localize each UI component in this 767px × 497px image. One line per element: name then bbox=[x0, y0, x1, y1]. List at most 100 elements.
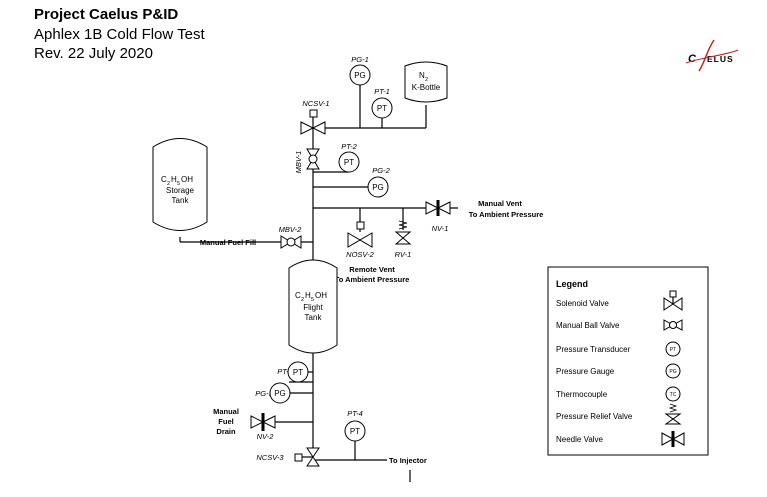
ball-icon bbox=[286, 237, 296, 247]
pt-4-symbol: PT bbox=[350, 427, 360, 436]
solenoid-actuator-icon bbox=[309, 109, 318, 118]
solenoid-valve-icon bbox=[300, 121, 326, 135]
pressure-transducer-icon: PT bbox=[665, 341, 681, 357]
manual-vent-label-2: To Ambient Pressure bbox=[469, 210, 544, 219]
pt-1-tag: PT-1 bbox=[374, 87, 390, 96]
flight-chem-sub-5: 5 bbox=[311, 297, 314, 303]
pg-1-gauge: PG-1 PG bbox=[349, 55, 371, 86]
pressure-transducer-icon bbox=[371, 97, 393, 119]
pressure-relief-valve-icon bbox=[664, 403, 682, 425]
pt-3-tag: PT-3 bbox=[277, 367, 293, 376]
pt-3-transducer: PT-3 PT bbox=[277, 361, 309, 383]
pg-1-tag: PG-1 bbox=[351, 55, 369, 64]
solenoid-valve-icon bbox=[306, 447, 320, 467]
storage-tank-label: Tank bbox=[172, 196, 190, 205]
mbv-2-valve: MBV-2 Manual Fuel Fill bbox=[200, 225, 302, 249]
flight-tank-label: Tank bbox=[305, 313, 323, 322]
ball-icon bbox=[308, 154, 318, 164]
pt-4-transducer: PT-4 PT bbox=[344, 409, 366, 442]
pg-2-symbol: PG bbox=[372, 183, 384, 192]
spring-icon bbox=[398, 220, 408, 230]
manual-fuel-fill-label: Manual Fuel Fill bbox=[200, 238, 256, 247]
pg-3-gauge: PG-3 PG bbox=[255, 382, 313, 404]
legend-frame bbox=[547, 266, 709, 456]
pt-1-symbol: PT bbox=[377, 104, 387, 113]
storage-chem-sub-5: 5 bbox=[177, 181, 180, 187]
pg-2-gauge: PG-2 PG bbox=[367, 166, 391, 198]
legend-item-label: Thermocouple bbox=[556, 390, 608, 399]
to-injector-label: To Injector bbox=[389, 456, 427, 465]
legend-box: Legend Solenoid Valve Manual Ball Valve … bbox=[547, 266, 709, 456]
k-bottle-label: K-Bottle bbox=[412, 83, 441, 92]
pt-2-transducer: PT-2 PT bbox=[338, 142, 360, 173]
nosv-2-valve: NOSV-2 bbox=[346, 221, 375, 259]
pressure-transducer-icon bbox=[287, 361, 309, 383]
legend-item-label: Needle Valve bbox=[556, 435, 604, 444]
logo-text: ELUS bbox=[707, 54, 734, 64]
thermocouple-icon: TC bbox=[665, 386, 681, 402]
pt-2-symbol: PT bbox=[344, 158, 354, 167]
mbv-2-tag: MBV-2 bbox=[279, 225, 302, 234]
storage-chem-h: H bbox=[171, 175, 177, 184]
rv-1-valve: RV-1 bbox=[394, 220, 412, 259]
flight-tank-outline bbox=[288, 259, 338, 354]
nv-1-valve: NV-1 Manual Vent To Ambient Pressure bbox=[425, 199, 544, 233]
pressure-gauge-icon bbox=[367, 176, 389, 198]
flight-chem-c: C bbox=[295, 291, 301, 300]
remote-vent-label: Remote Vent bbox=[349, 265, 395, 274]
logo-swoosh bbox=[698, 39, 715, 72]
storage-chem-oh: OH bbox=[181, 175, 193, 184]
pressure-transducer-icon bbox=[338, 151, 360, 173]
solenoid-actuator-icon bbox=[294, 453, 303, 462]
pg-3-symbol: PG bbox=[274, 389, 286, 398]
n2-k-bottle: N 2 K-Bottle bbox=[404, 61, 448, 103]
manual-vent-label: Manual Vent bbox=[478, 199, 522, 208]
solenoid-valve-icon bbox=[663, 290, 683, 311]
storage-tank: C 2 H 5 OH Storage Tank bbox=[152, 138, 208, 231]
nosv-2-tag: NOSV-2 bbox=[346, 250, 374, 259]
n2-tank-outline bbox=[404, 61, 448, 103]
diagram-title: Project Caelus P&ID bbox=[34, 6, 179, 23]
legend-item-label: Manual Ball Valve bbox=[556, 321, 620, 330]
legend-item-label: Pressure Relief Valve bbox=[556, 412, 633, 421]
n2-subscript: 2 bbox=[425, 77, 428, 83]
remote-vent-label-2: To Ambient Pressure bbox=[335, 275, 410, 284]
flight-label: Flight bbox=[303, 303, 323, 312]
drain-label-3: Drain bbox=[216, 427, 236, 436]
pt-2-tag: PT-2 bbox=[341, 142, 357, 151]
pressure-gauge-icon bbox=[349, 64, 371, 86]
ncsv-3-valve: NCSV-3 To Injector bbox=[256, 447, 427, 467]
svg-text:PT: PT bbox=[670, 347, 676, 353]
pt-4-tag: PT-4 bbox=[347, 409, 363, 418]
flight-chem-oh: OH bbox=[315, 291, 327, 300]
diagram-revision: Rev. 22 July 2020 bbox=[34, 45, 153, 62]
nv-1-tag: NV-1 bbox=[432, 224, 449, 233]
legend-item-label: Solenoid Valve bbox=[556, 299, 609, 308]
svg-text:TC: TC bbox=[670, 392, 677, 398]
flight-chem-h: H bbox=[305, 291, 311, 300]
pg-2-tag: PG-2 bbox=[372, 166, 390, 175]
ncsv-1-valve: NCSV-1 bbox=[300, 99, 330, 135]
solenoid-actuator-icon bbox=[356, 221, 365, 230]
pt-1-transducer: PT-1 PT bbox=[371, 87, 393, 119]
pt-3-symbol: PT bbox=[293, 368, 303, 377]
drain-label-1: Manual bbox=[213, 407, 239, 416]
legend-item-label: Pressure Gauge bbox=[556, 367, 615, 376]
flight-tank: C 2 H 5 OH Flight Tank bbox=[288, 259, 338, 354]
n2-label: N bbox=[419, 71, 425, 80]
mbv-1-valve: MBV-1 bbox=[294, 148, 320, 173]
rv-1-tag: RV-1 bbox=[395, 250, 412, 259]
caelus-logo: C ELUS bbox=[685, 39, 739, 72]
pressure-transducer-icon bbox=[344, 420, 366, 442]
legend-title: Legend bbox=[556, 279, 588, 289]
diagram-subtitle: Aphlex 1B Cold Flow Test bbox=[34, 26, 205, 43]
flight-chem-sub-2: 2 bbox=[301, 297, 304, 303]
pg-1-symbol: PG bbox=[354, 71, 366, 80]
drain-label-2: Fuel bbox=[218, 417, 233, 426]
pressure-gauge-icon: PG bbox=[665, 363, 681, 379]
nv-2-valve: NV-2 Manual Fuel Drain bbox=[213, 407, 276, 441]
pg-3-tag: PG-3 bbox=[255, 389, 273, 398]
pressure-relief-valve-icon bbox=[394, 231, 412, 245]
legend-item-label: Pressure Transducer bbox=[556, 345, 631, 354]
